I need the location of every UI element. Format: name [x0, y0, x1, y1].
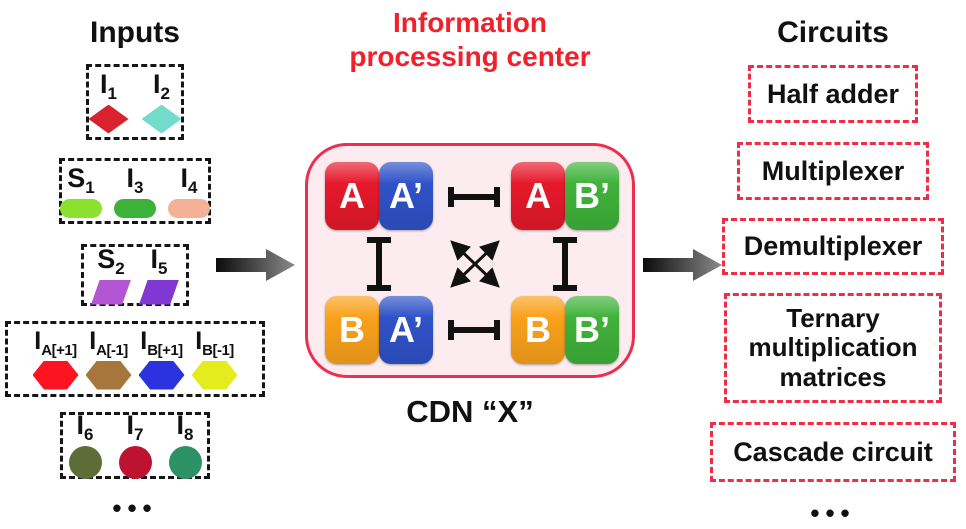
tile-pair-bottom-left: B A’ — [325, 296, 433, 364]
tile-B-prime: B’ — [565, 296, 619, 364]
hexagon-icon — [191, 360, 238, 390]
input-item-s2: S2 — [91, 243, 131, 305]
circuit-label: Half adder — [766, 78, 900, 109]
tile-A-prime: A’ — [379, 162, 433, 230]
input-label-s2: S2 — [97, 243, 125, 278]
circuits-ellipsis: ••• — [810, 498, 856, 528]
input-item-i6: I6 — [68, 410, 102, 479]
inhibition-and-exchange-arrows-icon — [367, 187, 577, 340]
tile-pair-top-right: A B’ — [511, 162, 619, 230]
input-label-i5: I5 — [150, 243, 168, 278]
input-item-i8: I8 — [168, 410, 202, 479]
input-item-i1: I1 — [88, 68, 129, 134]
tile-B-prime: B’ — [565, 162, 619, 230]
input-group-1: I1 I2 — [86, 64, 184, 140]
input-item-ib-minus1: IB[-1] — [191, 326, 238, 390]
flow-arrow-right-icon — [643, 249, 722, 281]
input-label-ib-minus1: IB[-1] — [195, 326, 234, 359]
input-group-5: I6 I7 I8 — [60, 412, 210, 479]
input-label-i2: I2 — [153, 68, 170, 103]
input-label-s1: S1 — [67, 162, 95, 197]
diamond-icon — [88, 104, 129, 134]
circuit-multiplexer: Multiplexer — [737, 142, 929, 200]
hexagon-icon — [138, 360, 185, 390]
circuit-label: Cascade circuit — [733, 436, 933, 467]
cdn-network-box: A A’ A B’ B A’ B B’ — [305, 143, 635, 378]
pill-icon — [168, 198, 210, 218]
input-label-ib-plus1: IB[+1] — [140, 326, 183, 359]
input-item-ib-plus1: IB[+1] — [138, 326, 185, 390]
input-item-i3: I3 — [114, 162, 156, 218]
tile-pair-bottom-right: B B’ — [511, 296, 619, 364]
cdn-label: CDN “X” — [406, 394, 534, 429]
circle-icon — [168, 446, 202, 479]
hexagon-icon — [85, 360, 132, 390]
input-item-i2: I2 — [141, 68, 182, 134]
parallelogram-icon — [91, 279, 131, 305]
circuit-demultiplexer: Demultiplexer — [722, 218, 944, 275]
input-label-i7: I7 — [126, 410, 144, 444]
input-item-s1: S1 — [60, 162, 102, 218]
inputs-title: Inputs — [90, 16, 180, 49]
circle-icon — [68, 446, 102, 479]
circuits-column: Circuits Half adder Multiplexer Demultip… — [700, 0, 966, 529]
center-title: Information processing center — [290, 6, 650, 73]
input-item-i5: I5 — [139, 243, 179, 305]
inputs-ellipsis: ••• — [112, 493, 158, 523]
circuit-half-adder: Half adder — [748, 65, 918, 123]
input-label-i6: I6 — [76, 410, 94, 444]
input-label-i4: I4 — [180, 162, 198, 197]
input-label-i3: I3 — [126, 162, 144, 197]
circuits-title: Circuits — [777, 16, 889, 49]
input-group-2: S1 I3 I4 — [59, 158, 211, 224]
input-group-4: IA[+1] IA[-1] IB[+1] IB[-1] — [5, 321, 265, 397]
input-label-ia-minus1: IA[-1] — [89, 326, 128, 359]
tile-A-prime: A’ — [379, 296, 433, 364]
tile-B: B — [511, 296, 565, 364]
tile-B: B — [325, 296, 379, 364]
tile-pair-top-left: A A’ — [325, 162, 433, 230]
tile-A: A — [511, 162, 565, 230]
input-label-i1: I1 — [100, 68, 117, 103]
input-item-i7: I7 — [118, 410, 152, 479]
input-item-i4: I4 — [168, 162, 210, 218]
input-item-ia-plus1: IA[+1] — [32, 326, 79, 390]
center-title-line1: Information — [393, 7, 547, 38]
circuit-ternary-multiplication-matrices: Ternary multiplication matrices — [724, 293, 942, 403]
input-group-3: S2 I5 — [81, 244, 189, 306]
input-item-ia-minus1: IA[-1] — [85, 326, 132, 390]
tile-A: A — [325, 162, 379, 230]
hexagon-icon — [32, 360, 79, 390]
circuit-cascade-circuit: Cascade circuit — [710, 422, 956, 482]
inputs-column: Inputs I1 I2 S1 I3 I4 — [0, 0, 270, 524]
circuit-label: Demultiplexer — [743, 231, 923, 262]
pill-icon — [60, 198, 102, 218]
flow-arrow-left-icon — [216, 249, 295, 281]
parallelogram-icon — [139, 279, 179, 305]
input-label-ia-plus1: IA[+1] — [34, 326, 77, 359]
pill-icon — [114, 198, 156, 218]
diamond-icon — [141, 104, 182, 134]
input-label-i8: I8 — [176, 410, 194, 444]
circle-icon — [118, 446, 152, 479]
center-title-line2: processing center — [349, 40, 591, 72]
circuit-label: Multiplexer — [761, 155, 905, 186]
circuit-label: Ternary multiplication matrices — [748, 303, 918, 392]
